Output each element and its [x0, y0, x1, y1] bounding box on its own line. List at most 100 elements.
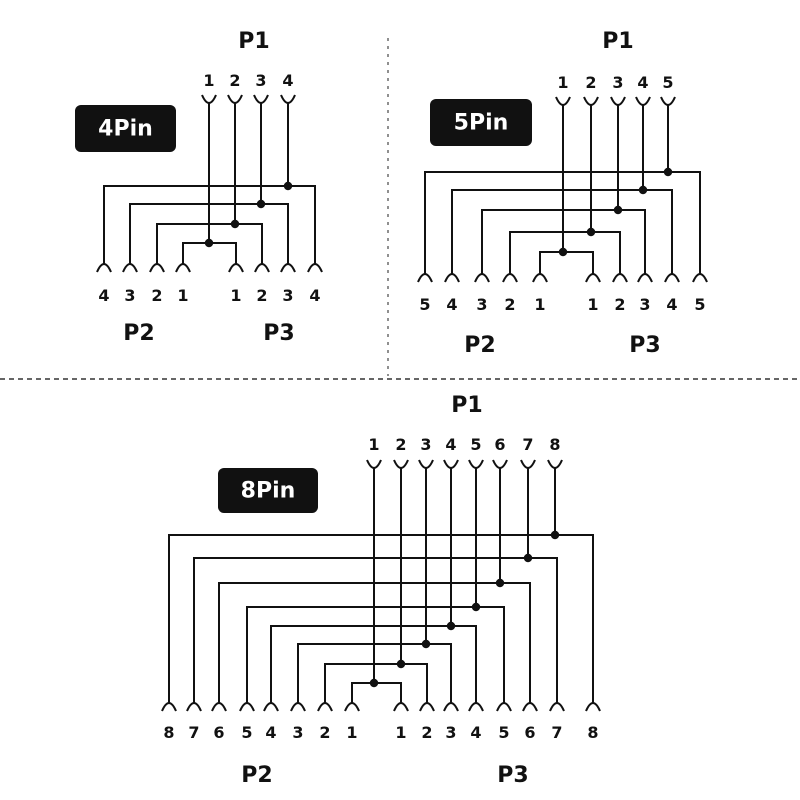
p3-pin-label: 7 [551, 723, 562, 742]
p1-pin-label: 3 [612, 73, 623, 92]
p3-pin-label: 5 [694, 295, 705, 314]
p1-pin-cup [492, 459, 508, 469]
p2-pin-cup [96, 263, 112, 273]
junction-dot [396, 659, 406, 669]
bus-wire [156, 223, 263, 265]
p3-pin-label: 4 [470, 723, 481, 742]
p2-pin-label: 7 [188, 723, 199, 742]
bus-wire [270, 625, 477, 704]
p2-pin-cup [444, 273, 460, 283]
p3-pin-cup [280, 263, 296, 273]
p1-label-4pin: P1 [238, 29, 269, 54]
p3-pin-cup [637, 273, 653, 283]
p1-pin-label: 3 [420, 435, 431, 454]
bus-wire [129, 203, 289, 265]
p3-pin-label: 2 [614, 295, 625, 314]
p3-pin-label: 3 [282, 286, 293, 305]
junction-dot [586, 227, 596, 237]
p2-pin-label: 4 [446, 295, 457, 314]
p3-label-5pin: P3 [629, 333, 660, 358]
p2-pin-label: 5 [419, 295, 430, 314]
junction-dot [230, 219, 240, 229]
p1-pin-label: 4 [282, 71, 293, 90]
p1-pin-cup [555, 96, 571, 106]
p3-pin-cup [443, 702, 459, 712]
junction-dot [283, 181, 293, 191]
p1-pin-label: 4 [637, 73, 648, 92]
p3-pin-cup [254, 263, 270, 273]
junction-dot [421, 639, 431, 649]
p1-pin-cup [583, 96, 599, 106]
p3-label-8pin: P3 [497, 763, 528, 788]
bus-wire [424, 171, 701, 275]
p1-label-8pin: P1 [451, 393, 482, 418]
p1-pin-label: 2 [395, 435, 406, 454]
p2-pin-label: 8 [163, 723, 174, 742]
p1-pin-label: 1 [203, 71, 214, 90]
p1-pin-label: 5 [470, 435, 481, 454]
p2-pin-label: 5 [241, 723, 252, 742]
p3-pin-label: 3 [445, 723, 456, 742]
bus-wire [168, 534, 594, 704]
junction-dot [446, 621, 456, 631]
p3-pin-cup [468, 702, 484, 712]
p2-pin-cup [417, 273, 433, 283]
junction-dot [204, 238, 214, 248]
junction-dot [471, 602, 481, 612]
p2-pin-cup [474, 273, 490, 283]
p3-pin-label: 6 [524, 723, 535, 742]
badge-8pin [218, 468, 318, 513]
bus-wire [509, 231, 621, 275]
p1-pin-cup [201, 94, 217, 104]
badge-5pin [430, 99, 532, 146]
p2-label-4pin: P2 [123, 321, 154, 346]
p3-pin-label: 8 [587, 723, 598, 742]
badge-4pin [75, 105, 176, 152]
p3-pin-label: 3 [639, 295, 650, 314]
p2-label-5pin: P2 [464, 333, 495, 358]
p2-pin-label: 4 [265, 723, 276, 742]
p1-pin-cup [635, 96, 651, 106]
p3-pin-label: 2 [421, 723, 432, 742]
p3-pin-cup [585, 702, 601, 712]
bus-wire [218, 582, 531, 704]
p3-pin-label: 2 [256, 286, 267, 305]
p3-pin-label: 4 [309, 286, 320, 305]
p1-pin-cup [520, 459, 536, 469]
p1-pin-label: 1 [557, 73, 568, 92]
p3-pin-cup [549, 702, 565, 712]
bus-wire [103, 185, 316, 265]
badge-5pin-label: 5Pin [454, 111, 509, 136]
p1-pin-label: 6 [494, 435, 505, 454]
p2-pin-cup [502, 273, 518, 283]
p3-pin-label: 1 [395, 723, 406, 742]
p2-pin-label: 2 [151, 286, 162, 305]
junction-dot [558, 247, 568, 257]
p2-pin-label: 1 [177, 286, 188, 305]
p2-pin-label: 4 [98, 286, 109, 305]
p3-pin-cup [228, 263, 244, 273]
p2-pin-cup [186, 702, 202, 712]
p3-pin-cup [496, 702, 512, 712]
p2-pin-label: 3 [292, 723, 303, 742]
p1-pin-cup [280, 94, 296, 104]
p2-pin-label: 6 [213, 723, 224, 742]
badge-8pin-label: 8Pin [241, 479, 296, 504]
p3-pin-cup [307, 263, 323, 273]
p1-pin-cup [227, 94, 243, 104]
junction-dot [613, 205, 623, 215]
p1-pin-cup [547, 459, 563, 469]
p3-pin-label: 4 [666, 295, 677, 314]
p2-pin-cup [175, 263, 191, 273]
p1-pin-cup [468, 459, 484, 469]
p2-pin-cup [263, 702, 279, 712]
p1-pin-cup [660, 96, 676, 106]
bus-wire [539, 251, 594, 275]
bus-wire [246, 606, 505, 704]
p3-pin-cup [664, 273, 680, 283]
